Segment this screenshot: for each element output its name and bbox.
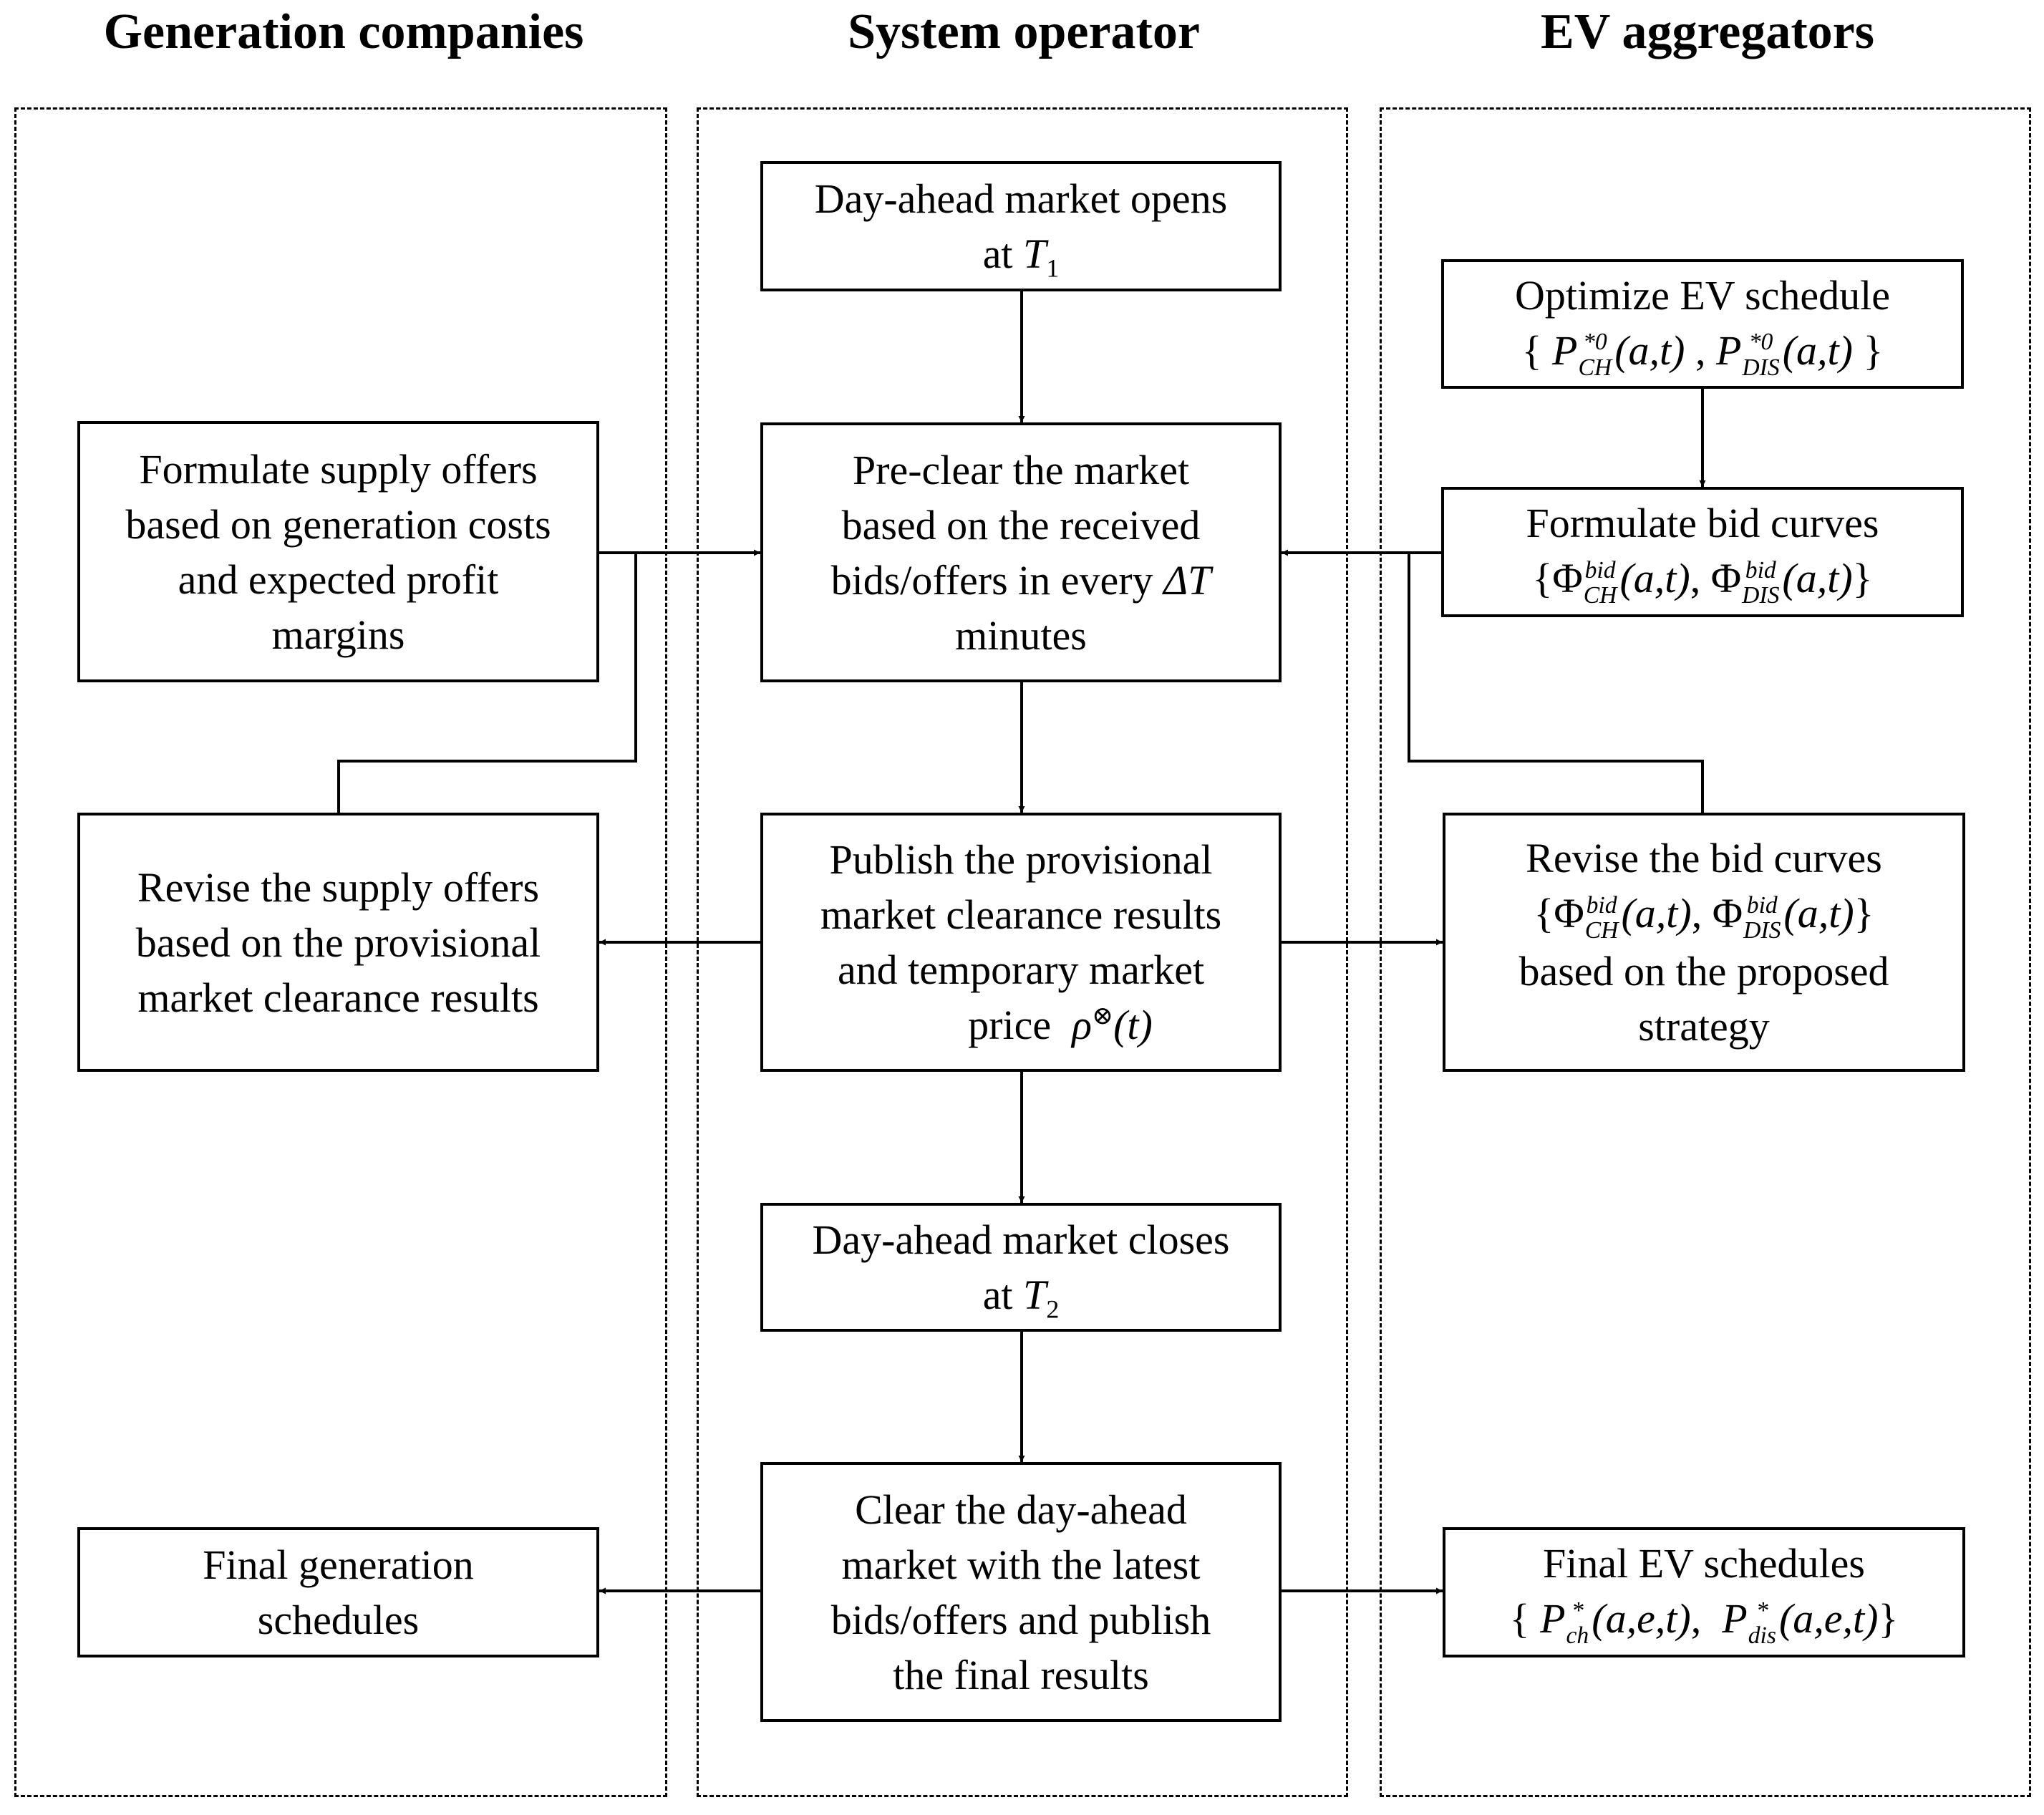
ev-final-formula: { P*ch(a,e,t), P*dis(a,e,t)}: [1509, 1595, 1899, 1650]
so-preclear-line3-text: bids/offers in every: [830, 556, 1153, 604]
ev-revise-sub-ch: CH: [1584, 917, 1619, 944]
ev-optimize-sub-ch: CH: [1578, 354, 1612, 381]
ev-optimize-p-dis: P: [1715, 326, 1742, 374]
so-clear-line4: the final results: [893, 1651, 1149, 1698]
so-preclear-line2: based on the received: [841, 501, 1201, 548]
so-publish-rho-arg: (t): [1113, 1002, 1153, 1048]
so-market-closes-prefix: at: [982, 1272, 1013, 1318]
gen-formulate-offers-box: Formulate supply offers based on generat…: [77, 421, 599, 682]
gen-formulate-line4: margins: [271, 611, 405, 658]
ev-revise-line3: based on the proposed: [1519, 947, 1889, 994]
lane-title-system-operator: System operator: [848, 4, 1200, 59]
ev-optimize-p-ch: P: [1552, 326, 1578, 374]
so-clear-line2: market with the latest: [841, 1541, 1201, 1588]
ev-revise-args-dis: (a,t): [1783, 890, 1854, 937]
lane-system-operator: [697, 107, 1348, 1797]
so-market-opens-line1: Day-ahead market opens: [814, 175, 1228, 222]
gen-formulate-line1: Formulate supply offers: [139, 445, 538, 493]
ev-formulate-phi-dis: Φ: [1710, 555, 1742, 602]
gen-formulate-line2: based on generation costs: [125, 500, 551, 548]
ev-revise-args-ch: (a,t): [1621, 890, 1692, 937]
so-market-opens-sub: 1: [1046, 253, 1060, 283]
so-publish-price-label: price: [968, 1002, 1052, 1048]
so-clear-box: Clear the day-ahead market with the late…: [760, 1462, 1282, 1722]
ev-final-p-dis: P: [1722, 1595, 1748, 1642]
ev-optimize-sup-ch: *0: [1583, 329, 1607, 356]
so-market-closes-var: T: [1023, 1272, 1047, 1318]
ev-final-sub-ch: ch: [1566, 1622, 1589, 1650]
ev-formulate-line1: Formulate bid curves: [1526, 500, 1879, 547]
ev-formulate-args-dis: (a,t): [1782, 555, 1853, 602]
so-clear-line3: bids/offers and publish: [830, 1596, 1211, 1643]
ev-formulate-args-ch: (a,t): [1619, 555, 1690, 602]
lane-ev-aggregators: [1380, 107, 2031, 1797]
line-gen-revise-loop: [337, 553, 637, 813]
ev-optimize-sup-dis: *0: [1748, 329, 1773, 356]
gen-revise-line3: market clearance results: [137, 974, 539, 1021]
ev-optimize-args-ch: (a,t): [1614, 326, 1685, 374]
so-publish-line3: and temporary market: [837, 947, 1205, 993]
ev-revise-line4: strategy: [1638, 1002, 1770, 1050]
ev-final-sub-dis: dis: [1748, 1622, 1776, 1650]
line-ev-revise-loop: [1408, 553, 1704, 813]
ev-optimize-args-dis: (a,t): [1782, 326, 1853, 374]
gen-revise-line2: based on the provisional: [135, 919, 541, 966]
ev-optimize-sub-dis: DIS: [1742, 354, 1780, 381]
ev-revise-sup-ch: bid: [1586, 891, 1617, 919]
so-clear-line1: Clear the day-ahead: [855, 1486, 1187, 1533]
so-preclear-line3-var: ΔT: [1163, 556, 1211, 604]
so-publish-box: Publish the provisional market clearance…: [760, 813, 1282, 1072]
ev-final-p-ch: P: [1540, 1595, 1566, 1642]
ev-formulate-sup-dis: bid: [1745, 556, 1776, 584]
ev-final-sup-ch: *: [1571, 1597, 1584, 1624]
ev-formulate-sup-ch: bid: [1584, 556, 1616, 584]
so-publish-rho-sup: ⊗: [1091, 1001, 1114, 1030]
so-market-opens-box: Day-ahead market opens at T1: [760, 161, 1282, 291]
so-publish-rho: ρ: [1072, 1002, 1092, 1048]
gen-final-schedules-box: Final generation schedules: [77, 1527, 599, 1657]
lane-generation-companies: [14, 107, 667, 1797]
so-publish-line1: Publish the provisional: [829, 836, 1213, 883]
ev-revise-line1: Revise the bid curves: [1526, 835, 1882, 882]
ev-final-sup-dis: *: [1755, 1597, 1768, 1624]
ev-final-args-dis: (a,e,t): [1778, 1595, 1879, 1642]
so-preclear-line4: minutes: [955, 611, 1087, 659]
gen-final-line1: Final generation: [203, 1541, 474, 1588]
so-preclear-line1: Pre-clear the market: [852, 446, 1190, 493]
ev-revise-sup-dis: bid: [1746, 891, 1778, 919]
so-market-closes-line1: Day-ahead market closes: [812, 1216, 1230, 1263]
so-market-opens-var: T: [1023, 231, 1047, 277]
so-market-closes-box: Day-ahead market closes at T2: [760, 1203, 1282, 1332]
ev-formulate-phi-ch: Φ: [1552, 555, 1583, 602]
ev-formulate-sub-ch: CH: [1583, 582, 1617, 609]
ev-revise-phi-dis: Φ: [1712, 890, 1743, 937]
so-market-closes-sub: 2: [1046, 1294, 1060, 1324]
ev-revise-phi-ch: Φ: [1554, 890, 1584, 937]
so-publish-line2: market clearance results: [820, 891, 1222, 938]
gen-formulate-line3: and expected profit: [178, 556, 499, 603]
gen-final-line2: schedules: [257, 1597, 420, 1643]
ev-final-line1: Final EV schedules: [1543, 1540, 1865, 1587]
lane-title-ev-aggregators: EV aggregators: [1541, 4, 1874, 59]
so-market-opens-prefix: at: [982, 231, 1013, 277]
ev-optimize-line1: Optimize EV schedule: [1514, 271, 1890, 319]
ev-final-args-ch: (a,e,t): [1592, 1595, 1691, 1642]
lane-title-generation-companies: Generation companies: [103, 4, 584, 59]
gen-revise-offers-box: Revise the supply offers based on the pr…: [77, 813, 599, 1072]
ev-formulate-sub-dis: DIS: [1742, 582, 1780, 609]
gen-revise-line1: Revise the supply offers: [137, 863, 540, 911]
so-preclear-box: Pre-clear the market based on the receiv…: [760, 422, 1282, 682]
ev-final-schedules-box: Final EV schedules { P*ch(a,e,t), P*dis(…: [1443, 1527, 1965, 1657]
ev-revise-sub-dis: DIS: [1743, 917, 1781, 944]
